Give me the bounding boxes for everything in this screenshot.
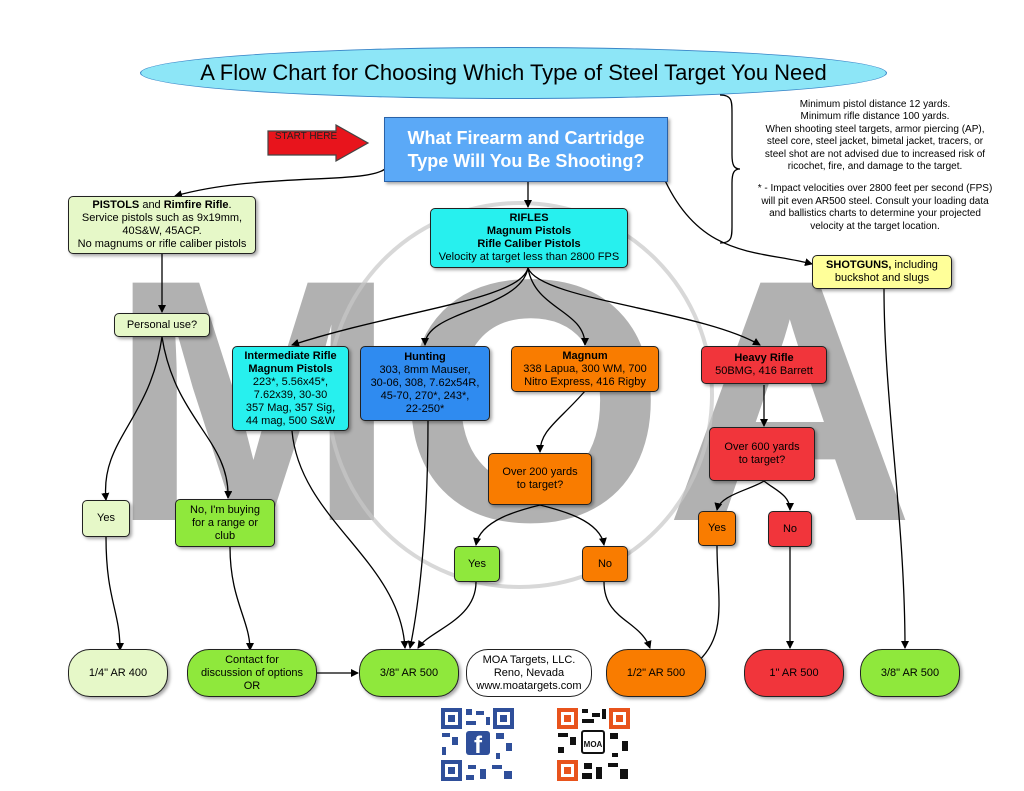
link-rifles-magnum bbox=[527, 267, 589, 346]
note-line: ricochet, fire, and damage to the target… bbox=[787, 161, 963, 173]
note-line: velocity at the target location. bbox=[810, 220, 940, 232]
note-line: steel shot are not advised due to increa… bbox=[764, 148, 986, 160]
answer-no-600: No bbox=[768, 511, 812, 547]
link-yes600-r5 bbox=[689, 545, 720, 669]
hunting-line4: 45-70, 270*, 243*, bbox=[380, 390, 470, 402]
facebook-f-icon: f bbox=[474, 732, 483, 759]
answer-no-range-club: No, I'm buying for a range or club bbox=[175, 499, 275, 547]
note-line: Minimum rifle distance 100 yards. bbox=[800, 111, 950, 123]
magnum-line1: Magnum bbox=[562, 349, 608, 362]
heavy-line2: 50BMG, 416 Barrett bbox=[715, 365, 813, 377]
chart-title-text: A Flow Chart for Choosing Which Type of … bbox=[200, 60, 827, 85]
start-arrow-icon bbox=[267, 124, 370, 163]
link-intermediate-r3 bbox=[291, 430, 409, 649]
note-line: When shooting steel targets, armor pierc… bbox=[765, 123, 985, 135]
note-line: steel core, steel jacket, bimetal jacket… bbox=[766, 136, 984, 148]
answer-yes-200: Yes bbox=[454, 546, 500, 582]
chart-title: A Flow Chart for Choosing Which Type of … bbox=[140, 47, 887, 99]
over600-line1: Over 600 yards bbox=[724, 441, 800, 453]
rifles-line3: Rifle Caliber Pistols bbox=[477, 238, 581, 250]
link-hunting-r3 bbox=[407, 420, 429, 649]
link-question-pistols bbox=[174, 167, 387, 198]
pistols-line2: Service pistols such as 9x19mm, bbox=[81, 212, 243, 224]
link-rifles-heavy bbox=[527, 267, 761, 346]
rifles-node: RIFLES Magnum Pistols Rifle Caliber Pist… bbox=[430, 208, 628, 268]
link-no-contact bbox=[229, 546, 254, 651]
answer-yes-personal: Yes bbox=[82, 500, 130, 537]
intermediate-line2: Magnum Pistols bbox=[248, 362, 333, 375]
link-rifles-hunting bbox=[421, 267, 529, 346]
note-line: and ballistics charts to determine your … bbox=[769, 208, 981, 220]
pistols-line3: 40S&W, 45ACP. bbox=[122, 225, 202, 237]
link-over200-yes bbox=[473, 504, 541, 546]
result-half-ar500: 1/2" AR 500 bbox=[606, 649, 706, 697]
shotguns-node: SHOTGUNS, including buckshot and slugs bbox=[812, 255, 952, 289]
intermediate-rifle-node: Intermediate Rifle Magnum Pistols 223*, … bbox=[232, 346, 349, 431]
link-shotguns-r7 bbox=[883, 288, 909, 649]
intermediate-line1: Intermediate Rifle bbox=[244, 349, 337, 362]
rifles-line1: RIFLES bbox=[509, 212, 549, 224]
over200-line1: Over 200 yards bbox=[502, 466, 578, 478]
link-yes200-r3 bbox=[417, 581, 477, 649]
moa-logo-icon: MOA bbox=[584, 740, 603, 749]
over-600-yards-node: Over 600 yards to target? bbox=[709, 427, 815, 481]
hunting-line5: 22-250* bbox=[405, 403, 445, 415]
rifles-line2: Magnum Pistols bbox=[486, 225, 572, 237]
result-shotgun-three-eighths-ar500: 3/8" AR 500 bbox=[860, 649, 960, 697]
pistols-line4: No magnums or rifle caliber pistols bbox=[77, 238, 247, 250]
hunting-line3: 30-06, 308, 7.62x54R, bbox=[370, 377, 480, 389]
heavy-line1: Heavy Rifle bbox=[734, 352, 794, 364]
pistols-node: PISTOLS and Rimfire Rifle. Service pisto… bbox=[68, 196, 256, 254]
notes-brace-icon bbox=[719, 94, 741, 244]
link-over600-yes bbox=[714, 480, 765, 511]
magnum-line2: 338 Lapua, 300 WM, 700 bbox=[523, 362, 647, 375]
result-one-inch-ar500: 1" AR 500 bbox=[744, 649, 844, 697]
link-personal-yes bbox=[101, 336, 163, 501]
result-contact-options: Contact for discussion of options OR bbox=[187, 649, 317, 697]
rifles-line4: Velocity at target less than 2800 FPS bbox=[438, 251, 620, 263]
intermediate-line4: 7.62x39, 30-30 bbox=[253, 388, 328, 401]
over200-line2: to target? bbox=[516, 479, 564, 491]
note-spacer bbox=[744, 173, 1006, 183]
intermediate-line5: 357 Mag, 357 Sig, bbox=[245, 401, 336, 414]
question-line1: What Firearm and Cartridge bbox=[407, 127, 645, 148]
personal-use-node: Personal use? bbox=[114, 313, 210, 337]
result-quarter-ar400: 1/4" AR 400 bbox=[68, 649, 168, 697]
answer-no-200: No bbox=[582, 546, 628, 582]
answer-yes-600: Yes bbox=[698, 511, 736, 546]
over600-line2: to target? bbox=[738, 454, 786, 466]
over-200-yards-node: Over 200 yards to target? bbox=[488, 453, 592, 505]
link-question-shotguns bbox=[662, 175, 813, 267]
heavy-rifle-node: Heavy Rifle 50BMG, 416 Barrett bbox=[701, 346, 827, 384]
link-personal-no bbox=[161, 336, 233, 499]
facebook-qr-code[interactable]: f bbox=[440, 707, 515, 782]
start-label: START HERE bbox=[274, 131, 338, 142]
note-line: Minimum pistol distance 12 yards. bbox=[799, 99, 951, 110]
shotguns-line2: buckshot and slugs bbox=[834, 272, 930, 284]
magnum-line3: Nitro Express, 416 Rigby bbox=[524, 375, 646, 388]
hunting-node: Hunting 303, 8mm Mauser, 30-06, 308, 7.6… bbox=[360, 346, 490, 421]
intermediate-line3: 223*, 5.56x45*, bbox=[252, 375, 329, 388]
intermediate-line6: 44 mag, 500 S&W bbox=[245, 414, 336, 427]
link-magnum-over200 bbox=[536, 390, 586, 453]
safety-notes: Minimum pistol distance 12 yards. Minimu… bbox=[744, 99, 1006, 233]
firearm-question: What Firearm and Cartridge Type Will You… bbox=[384, 117, 668, 182]
link-over200-no bbox=[539, 504, 607, 546]
link-over600-no bbox=[763, 480, 794, 511]
moa-website-qr-code[interactable]: MOA bbox=[556, 707, 631, 782]
link-no200-r5 bbox=[603, 581, 652, 649]
link-rifles-intermediate bbox=[291, 267, 529, 347]
hunting-line2: 303, 8mm Mauser, bbox=[379, 364, 471, 376]
note-line: * - Impact velocities over 2800 feet per… bbox=[757, 183, 993, 195]
magnum-node: Magnum 338 Lapua, 300 WM, 700 Nitro Expr… bbox=[511, 346, 659, 392]
result-three-eighths-ar500: 3/8" AR 500 bbox=[359, 649, 459, 697]
moa-contact-info: MOA Targets, LLC. Reno, Nevada www.moata… bbox=[466, 649, 592, 697]
link-yes-r1 bbox=[105, 536, 124, 651]
question-line2: Type Will You Be Shooting? bbox=[407, 150, 645, 171]
note-line: will pit even AR500 steel. Consult your … bbox=[761, 195, 989, 207]
hunting-line1: Hunting bbox=[404, 351, 446, 363]
